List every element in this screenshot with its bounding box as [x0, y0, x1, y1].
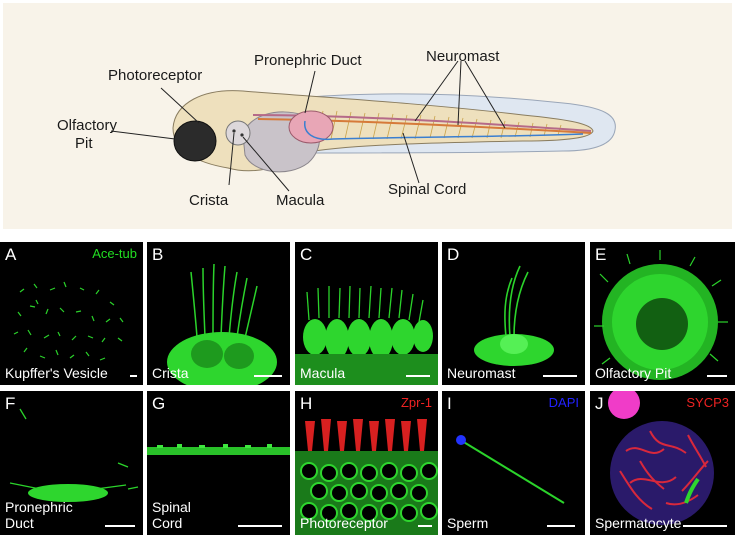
scale-bar	[254, 375, 282, 377]
panel-letter: A	[5, 245, 17, 264]
panel-letter: H	[300, 394, 313, 413]
panel-b: B Crista	[147, 242, 290, 385]
scale-bar	[683, 525, 727, 527]
label-olfactory-pit: Pit	[75, 135, 93, 152]
scale-bar	[130, 375, 137, 377]
panel-letter: D	[447, 245, 460, 264]
panel-label: Kupffer's Vesicle	[5, 365, 108, 381]
panel-label: Photoreceptor	[300, 515, 388, 531]
olfactory-pit-image	[594, 250, 728, 380]
label-olfactory: Olfactory	[57, 117, 118, 134]
label-crista: Crista	[189, 192, 229, 209]
marker-ace-tub: Ace-tub	[92, 246, 137, 261]
marker-zpr-1: Zpr-1	[400, 395, 432, 410]
gut	[288, 110, 334, 144]
panel-c: C Macula	[295, 242, 438, 385]
spinal-cord-line	[252, 114, 592, 132]
panel-letter: F	[5, 394, 16, 413]
notochord-line	[257, 118, 592, 134]
scale-bar	[707, 375, 727, 377]
pronephric-duct-image	[9, 408, 139, 502]
panel-label: Crista	[152, 365, 189, 381]
panel-f: F Pronephric Duct	[0, 391, 143, 535]
panel-letter: C	[300, 245, 313, 264]
panel-letter: G	[152, 394, 166, 413]
panel-letter: I	[447, 394, 452, 413]
scale-bar	[406, 375, 430, 377]
panel-label-line2: Duct	[5, 515, 34, 531]
panel-letter: E	[595, 245, 607, 264]
illustration-panel: Photoreceptor Pronephric Duct Neuromast …	[3, 3, 732, 229]
zebrafish-larva-illustration	[110, 60, 616, 192]
spinal-cord-image	[147, 444, 290, 455]
marker-dapi: DAPI	[548, 395, 579, 410]
marker-sycp3: SYCP3	[686, 395, 729, 410]
label-photoreceptor: Photoreceptor	[108, 67, 203, 84]
label-neuromast: Neuromast	[426, 48, 500, 65]
photoreceptor-image	[295, 419, 438, 535]
otic-vesicle	[225, 120, 251, 146]
panel-letter: J	[595, 394, 604, 413]
panel-i: I DAPI Sperm	[442, 391, 585, 535]
panel-label: Sperm	[447, 515, 489, 531]
leader-lines	[110, 60, 506, 192]
label-spinal-cord: Spinal Cord	[388, 181, 467, 198]
kupffer-vesicle-image	[13, 281, 124, 361]
neuromast-image	[474, 265, 554, 366]
panel-label-line2: Cord	[152, 515, 183, 531]
panel-label: Macula	[300, 365, 346, 381]
pronephric-duct-line	[304, 120, 584, 141]
panel-label: Neuromast	[447, 365, 516, 381]
scale-bar	[543, 375, 577, 377]
sperm-image	[456, 435, 565, 504]
panel-label: Spermatocyte	[595, 515, 682, 531]
label-pronephric-duct: Pronephric Duct	[254, 52, 362, 69]
scale-bar	[105, 525, 135, 527]
panel-g: G Spinal Cord	[147, 391, 290, 535]
scale-bar	[418, 525, 432, 527]
panel-d: D Neuromast	[442, 242, 585, 385]
panel-letter: B	[152, 245, 164, 264]
eye	[173, 120, 217, 162]
panel-a: A Ace-tub Kupffer's Vesicle	[0, 242, 143, 385]
panel-h: H Zpr-1 Photoreceptor	[295, 391, 438, 535]
panel-label: Olfactory Pit	[595, 365, 672, 381]
crista-image	[167, 263, 277, 385]
panel-e: E Olfactory Pit	[590, 242, 735, 385]
panel-j: J SYCP3 Spermatocyte	[590, 391, 735, 535]
macula-image	[295, 285, 438, 385]
panel-label-line1: Spinal	[152, 499, 191, 515]
panel-label-line1: Pronephric	[5, 499, 73, 515]
scale-bar	[238, 525, 282, 527]
scale-bar	[547, 525, 575, 527]
spermatocyte-image	[608, 391, 714, 525]
label-macula: Macula	[276, 192, 325, 209]
